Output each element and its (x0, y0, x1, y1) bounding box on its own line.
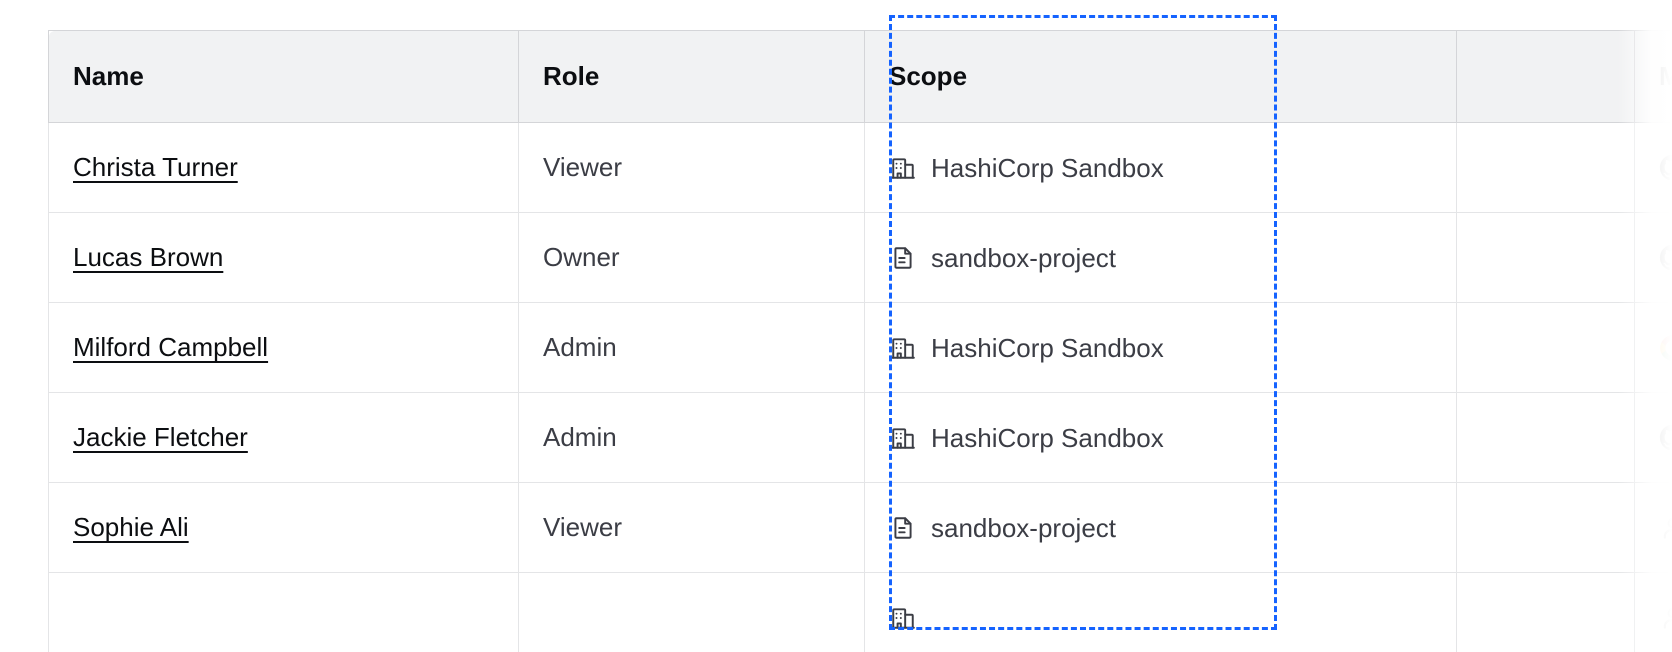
cell-name: Jackie Fletcher (48, 392, 519, 483)
members-table: Name Role Scope Method Christa Turner Vi… (48, 30, 1672, 652)
cell-method (1634, 572, 1672, 652)
cell-role: Viewer (518, 482, 865, 573)
table-row: Lucas Brown Owner sa (48, 212, 1672, 303)
user-person-icon (1659, 514, 1672, 542)
cell-scope: HashiCorp Sandbox (864, 122, 1457, 213)
table-row: Sophie Ali Viewer sa (48, 482, 1672, 573)
column-header-method[interactable]: Method (1634, 30, 1672, 123)
organization-building-icon (889, 154, 917, 182)
scope-label: sandbox-project (931, 512, 1116, 543)
cell-role: Admin (518, 392, 865, 483)
scope-label: sandbox-project (931, 242, 1116, 273)
table-body: Christa Turner Viewer (48, 122, 1672, 652)
cell-role: Owner (518, 212, 865, 303)
cell-name: Lucas Brown (48, 212, 519, 303)
members-table-scroll-container[interactable]: Name Role Scope Method Christa Turner Vi… (48, 30, 1672, 652)
cell-name (48, 572, 519, 652)
cell-name: Christa Turner (48, 122, 519, 213)
column-header-name[interactable]: Name (48, 30, 519, 123)
column-header-scope[interactable]: Scope (864, 30, 1457, 123)
cell-spacer (1456, 392, 1635, 483)
member-name-link[interactable]: Milford Campbell (73, 332, 269, 362)
table-row: Christa Turner Viewer (48, 122, 1672, 213)
member-name-link[interactable]: Christa Turner (73, 152, 238, 182)
cell-method: Google (1634, 302, 1672, 393)
member-name-link[interactable]: Sophie Ali (73, 512, 189, 542)
cell-scope: sandbox-project (864, 482, 1457, 573)
cell-spacer (1456, 572, 1635, 652)
cell-role (518, 572, 865, 652)
github-icon (1659, 424, 1672, 452)
project-document-icon (889, 244, 917, 272)
cell-scope: HashiCorp Sandbox (864, 302, 1457, 393)
cell-spacer (1456, 302, 1635, 393)
member-name-link[interactable]: Jackie Fletcher (73, 422, 248, 452)
google-icon (1659, 334, 1672, 362)
cell-name: Milford Campbell (48, 302, 519, 393)
cell-method: GitHub (1634, 212, 1672, 303)
cell-role: Viewer (518, 122, 865, 213)
table-header-row: Name Role Scope Method (48, 30, 1672, 123)
table-row: Jackie Fletcher Admin (48, 392, 1672, 483)
table-header: Name Role Scope Method (48, 30, 1672, 123)
cell-scope: HashiCorp Sandbox (864, 392, 1457, 483)
cell-scope: sandbox-project (864, 212, 1457, 303)
scope-label: HashiCorp Sandbox (931, 332, 1164, 363)
github-icon (1659, 244, 1672, 272)
cell-spacer (1456, 122, 1635, 213)
column-header-role[interactable]: Role (518, 30, 865, 123)
project-document-icon (889, 514, 917, 542)
scope-label: HashiCorp Sandbox (931, 152, 1164, 183)
cell-method: Email (1634, 482, 1672, 573)
user-person-icon (1659, 604, 1672, 632)
table-row (48, 572, 1672, 652)
organization-building-icon (889, 424, 917, 452)
cell-spacer (1456, 212, 1635, 303)
cell-method: GitHub (1634, 392, 1672, 483)
github-icon (1659, 154, 1672, 182)
member-name-link[interactable]: Lucas Brown (73, 242, 224, 272)
organization-building-icon (889, 604, 917, 632)
organization-building-icon (889, 334, 917, 362)
cell-name: Sophie Ali (48, 482, 519, 573)
cell-role: Admin (518, 302, 865, 393)
column-header-spacer (1456, 30, 1635, 123)
table-row: Milford Campbell Admin (48, 302, 1672, 393)
cell-scope (864, 572, 1457, 652)
scope-label: HashiCorp Sandbox (931, 422, 1164, 453)
cell-spacer (1456, 482, 1635, 573)
cell-method: GitHub (1634, 122, 1672, 213)
